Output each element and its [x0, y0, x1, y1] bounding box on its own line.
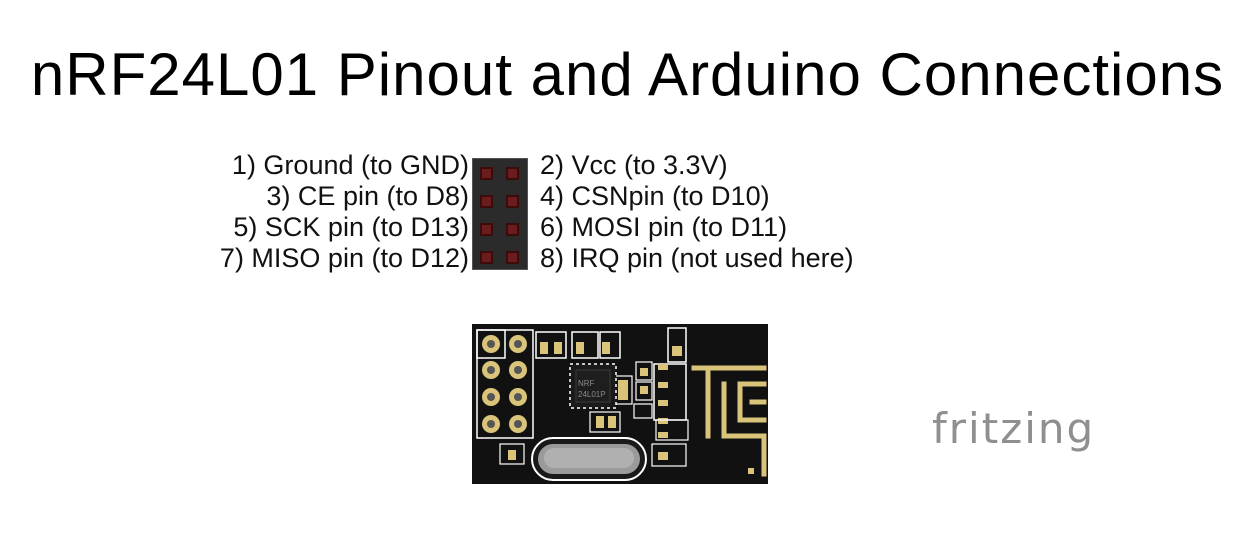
board-header	[476, 329, 534, 439]
header-pin-1	[480, 167, 493, 180]
nrf-chip: NRF 24L01P	[569, 363, 617, 409]
pin-header	[472, 158, 528, 270]
chip-label-line1: NRF	[578, 379, 595, 388]
diagram-title: nRF24L01 Pinout and Arduino Connections	[30, 41, 1225, 108]
pin-label-5: 5) SCK pin (to D13)	[233, 212, 469, 242]
pin-label-1: 1) Ground (to GND)	[231, 150, 469, 180]
pin-label-2: 2) Vcc (to 3.3V)	[540, 150, 728, 180]
header-pin-2	[506, 167, 519, 180]
passive-outlines	[499, 361, 689, 467]
pin-label-6: 6) MOSI pin (to D11)	[540, 212, 788, 242]
crystal	[531, 437, 647, 481]
antenna-trace	[691, 365, 767, 477]
nrf24l01-board: NRF 24L01P	[472, 324, 768, 489]
pads	[508, 342, 682, 460]
pin-label-7: 7) MISO pin (to D12)	[219, 243, 469, 273]
antenna-pad	[748, 468, 754, 474]
board-illustration: NRF 24L01P	[472, 324, 768, 484]
header-pin-3	[480, 195, 493, 208]
pin-label-8: 8) IRQ pin (not used here)	[540, 243, 854, 273]
header-pin-4	[506, 195, 519, 208]
fritzing-logo: fritzing	[932, 404, 1096, 453]
top-components	[535, 327, 687, 421]
header-pin-8	[506, 251, 519, 264]
header-pin-5	[480, 223, 493, 236]
pin-label-3: 3) CE pin (to D8)	[266, 181, 469, 211]
chip-label-line2: 24L01P	[578, 390, 606, 399]
pin-label-4: 4) CSNpin (to D10)	[540, 181, 770, 211]
header-pin-6	[506, 223, 519, 236]
header-pin-7	[480, 251, 493, 264]
